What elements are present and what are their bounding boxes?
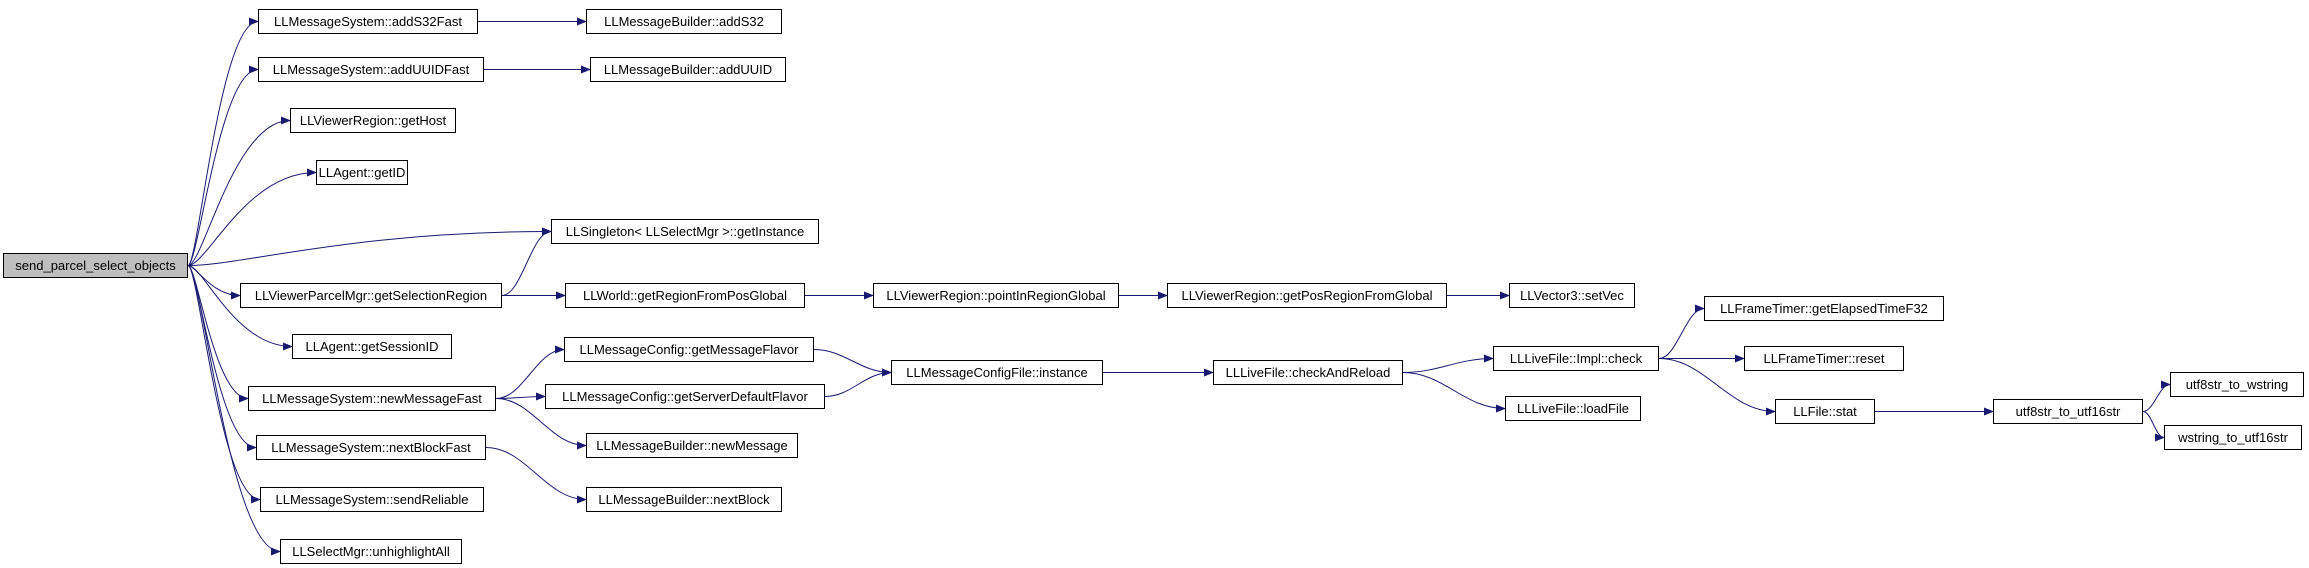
- edge-root-n7: [187, 227, 552, 266]
- node-addUUID[interactable]: LLMessageBuilder::addUUID: [590, 57, 786, 82]
- edge-root-n1: [187, 17, 259, 266]
- node-nextBlock[interactable]: LLMessageBuilder::nextBlock: [586, 487, 782, 512]
- edge-n19-n22: [1658, 358, 1776, 416]
- node-utf8str-to-utf16str[interactable]: utf8str_to_utf16str: [1993, 399, 2143, 424]
- node-getPosRegionFromGlobal[interactable]: LLViewerRegion::getPosRegionFromGlobal: [1167, 283, 1447, 308]
- node-checkAndReload[interactable]: LLLiveFile::checkAndReload: [1213, 360, 1403, 385]
- edge-root-n31: [187, 265, 281, 556]
- edge-n18-n19: [1402, 354, 1494, 373]
- edge-n15-n14: [495, 345, 565, 399]
- edge-root-n5: [187, 116, 291, 266]
- node-file-stat[interactable]: LLFile::stat: [1775, 399, 1875, 424]
- node-send-parcel-select-objects: send_parcel_select_objects: [3, 253, 188, 278]
- node-newMessage[interactable]: LLMessageBuilder::newMessage: [586, 433, 798, 458]
- node-impl-check[interactable]: LLLiveFile::Impl::check: [1493, 346, 1659, 371]
- node-setVec[interactable]: LLVector3::setVec: [1509, 283, 1635, 308]
- node-getID[interactable]: LLAgent::getID: [316, 160, 408, 185]
- node-addUUIDFast[interactable]: LLMessageSystem::addUUIDFast: [258, 57, 484, 82]
- node-getServerDefaultFlavor[interactable]: LLMessageConfig::getServerDefaultFlavor: [545, 384, 825, 409]
- node-getHost[interactable]: LLViewerRegion::getHost: [290, 108, 456, 133]
- node-getMessageFlavor[interactable]: LLMessageConfig::getMessageFlavor: [564, 337, 814, 362]
- edge-n19-n20: [1658, 304, 1705, 359]
- edge-n8-n7: [501, 227, 552, 296]
- edge-n18-n26: [1402, 372, 1506, 413]
- node-messageConfigFile-instance[interactable]: LLMessageConfigFile::instance: [891, 360, 1103, 385]
- node-getSessionID[interactable]: LLAgent::getSessionID: [292, 334, 452, 359]
- edge-n16-n17: [824, 368, 892, 397]
- node-pointInRegionGlobal[interactable]: LLViewerRegion::pointInRegionGlobal: [873, 283, 1119, 308]
- edge-root-n3: [187, 65, 259, 266]
- edge-n28-n29: [485, 447, 587, 504]
- edge-n23-n25: [2142, 411, 2165, 442]
- node-unhighlightAll[interactable]: LLSelectMgr::unhighlightAll: [280, 539, 462, 564]
- edge-n23-n24: [2142, 380, 2171, 412]
- node-getInstance[interactable]: LLSingleton< LLSelectMgr >::getInstance: [551, 219, 819, 244]
- node-newMessageFast[interactable]: LLMessageSystem::newMessageFast: [248, 386, 496, 411]
- edge-root-n6: [187, 168, 317, 266]
- node-getElapsedTimeF32[interactable]: LLFrameTimer::getElapsedTimeF32: [1704, 296, 1944, 321]
- edge-n15-n27: [495, 398, 587, 450]
- node-utf8str-to-wstring[interactable]: utf8str_to_wstring: [2170, 372, 2304, 397]
- node-loadFile[interactable]: LLLiveFile::loadFile: [1505, 396, 1641, 421]
- node-addS32Fast[interactable]: LLMessageSystem::addS32Fast: [258, 9, 478, 34]
- node-frameTimer-reset[interactable]: LLFrameTimer::reset: [1744, 346, 1904, 371]
- node-wstring-to-utf16str[interactable]: wstring_to_utf16str: [2164, 425, 2302, 450]
- edge-root-n13: [187, 265, 293, 351]
- edge-root-n30: [187, 265, 261, 504]
- node-getRegionFromPosGlobal[interactable]: LLWorld::getRegionFromPosGlobal: [565, 283, 805, 308]
- node-nextBlockFast[interactable]: LLMessageSystem::nextBlockFast: [256, 435, 486, 460]
- edge-n14-n17: [813, 349, 892, 377]
- node-getSelectionRegion[interactable]: LLViewerParcelMgr::getSelectionRegion: [240, 283, 502, 308]
- node-sendReliable[interactable]: LLMessageSystem::sendReliable: [260, 487, 484, 512]
- node-addS32[interactable]: LLMessageBuilder::addS32: [586, 9, 782, 34]
